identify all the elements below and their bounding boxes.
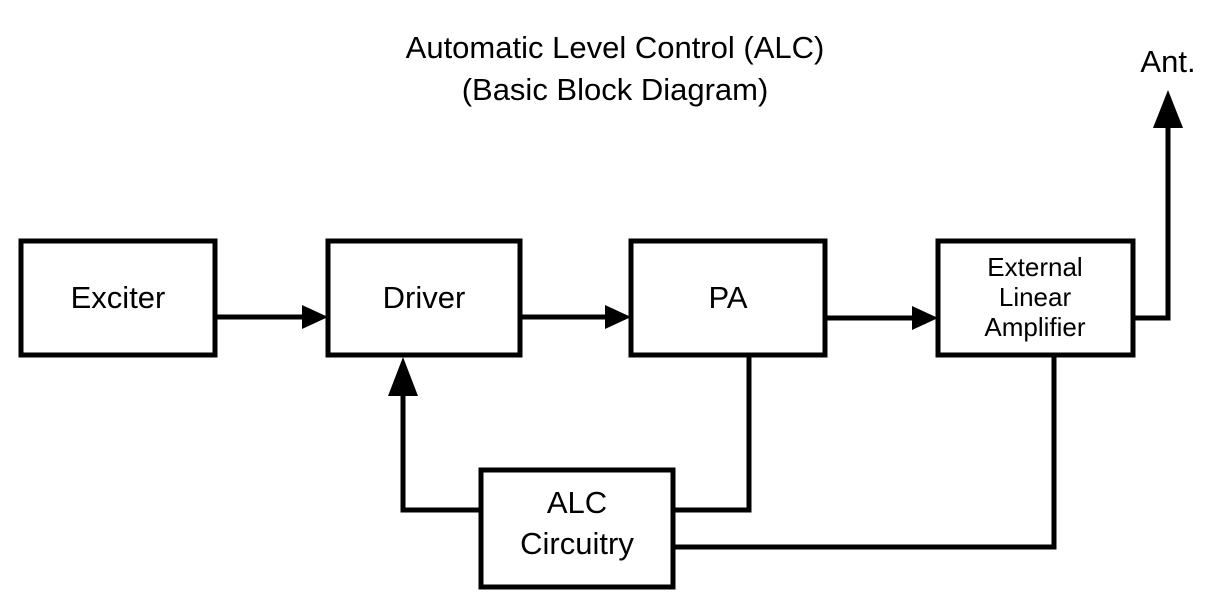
arrowhead-driver-to-pa	[605, 305, 631, 329]
diagram-title-line1: Automatic Level Control (ALC)	[406, 30, 825, 65]
block-external-linear-amplifier-label-line3: Amplifier	[984, 312, 1085, 342]
block-external-linear-amplifier-label-line1: External	[987, 252, 1082, 282]
block-external-linear-amplifier[interactable]	[935, 238, 1136, 358]
block-pa[interactable]	[628, 238, 828, 358]
block-driver-label: Driver	[383, 280, 466, 315]
block-alc-circuitry[interactable]	[478, 467, 676, 590]
antenna-output-label: Ant.	[1140, 44, 1195, 79]
block-exciter-label: Exciter	[71, 280, 166, 315]
connector-amplifier-sample-to-alc	[673, 355, 1057, 550]
connector-amplifier-to-antenna	[1133, 105, 1171, 321]
diagram-title-line2: (Basic Block Diagram)	[462, 72, 769, 107]
arrowhead-alc-feedback-to-driver	[388, 357, 418, 396]
block-driver[interactable]	[325, 238, 523, 358]
block-pa-label: PA	[708, 280, 747, 315]
block-alc-circuitry-label-line1: ALC	[547, 485, 607, 520]
connector-pa-sample-to-alc	[673, 355, 752, 513]
connector-alc-feedback-to-driver	[400, 372, 481, 513]
block-alc-circuitry-label-line2: Circuitry	[520, 526, 634, 561]
arrowhead-exciter-to-driver	[302, 305, 328, 329]
block-external-linear-amplifier-label-line2: Linear	[999, 282, 1072, 312]
arrowhead-pa-to-external-amplifier	[912, 306, 938, 330]
arrowhead-antenna	[1153, 90, 1183, 128]
block-exciter[interactable]	[18, 238, 218, 358]
